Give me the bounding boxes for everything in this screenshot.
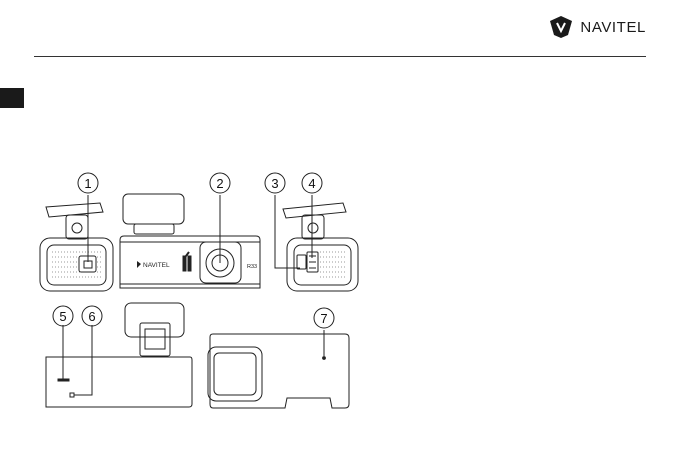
callout-3: 3 — [271, 176, 278, 191]
device-model-text: R33 — [247, 264, 257, 270]
top-view — [208, 334, 349, 408]
left-side-view — [40, 203, 113, 291]
device-logo-text: NAVITEL — [143, 262, 170, 269]
callout-4: 4 — [308, 176, 315, 191]
callout-7: 7 — [320, 311, 327, 326]
right-side-view — [283, 203, 358, 291]
callout-5: 5 — [59, 309, 66, 324]
callout-6: 6 — [88, 309, 95, 324]
front-view — [120, 194, 260, 288]
bottom-view — [46, 303, 192, 407]
callout-1: 1 — [84, 176, 91, 191]
callout-2: 2 — [216, 176, 223, 191]
